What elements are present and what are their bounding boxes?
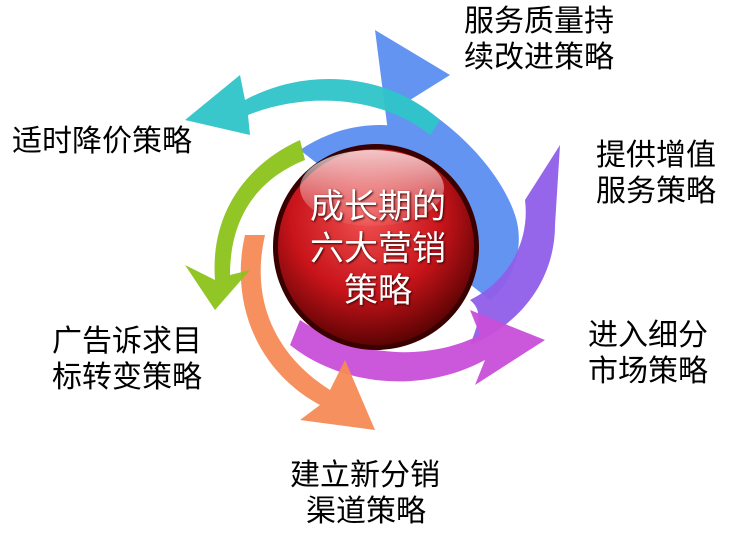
label-line: 渠道策略	[306, 494, 426, 529]
center-sphere	[273, 144, 479, 350]
center-line-1: 成长期的	[310, 187, 446, 227]
label-line: 续改进策略	[464, 40, 614, 75]
label-advertising: 广告诉求目 标转变策略	[52, 324, 202, 396]
label-line: 市场策略	[588, 354, 708, 389]
label-line: 标转变策略	[52, 360, 202, 395]
label-line: 服务质量持	[464, 4, 614, 39]
center-line-3: 策略	[344, 271, 412, 311]
label-price-cut: 适时降价策略	[12, 124, 192, 160]
arrow-advertising	[185, 140, 305, 310]
label-line: 建立新分销	[290, 458, 440, 493]
label-line: 服务策略	[596, 174, 716, 209]
label-line: 适时降价策略	[12, 124, 192, 159]
arrow-price-cut	[185, 75, 440, 135]
arrow-market-segment	[290, 310, 545, 385]
center-title: 成长期的 六大营销 策略	[268, 186, 488, 312]
label-distribution: 建立新分销 渠道策略	[290, 458, 440, 530]
label-service-quality: 服务质量持 续改进策略	[464, 4, 614, 76]
arrow-value-added	[470, 145, 560, 345]
label-line: 进入细分	[588, 318, 708, 353]
center-line-2: 六大营销	[310, 229, 446, 269]
label-line: 广告诉求目	[52, 324, 202, 359]
center-highlight	[300, 150, 444, 226]
label-market-segment: 进入细分 市场策略	[588, 318, 708, 390]
label-line: 提供增值	[596, 138, 716, 173]
label-value-added: 提供增值 服务策略	[596, 138, 716, 210]
arrow-distribution	[240, 235, 375, 430]
